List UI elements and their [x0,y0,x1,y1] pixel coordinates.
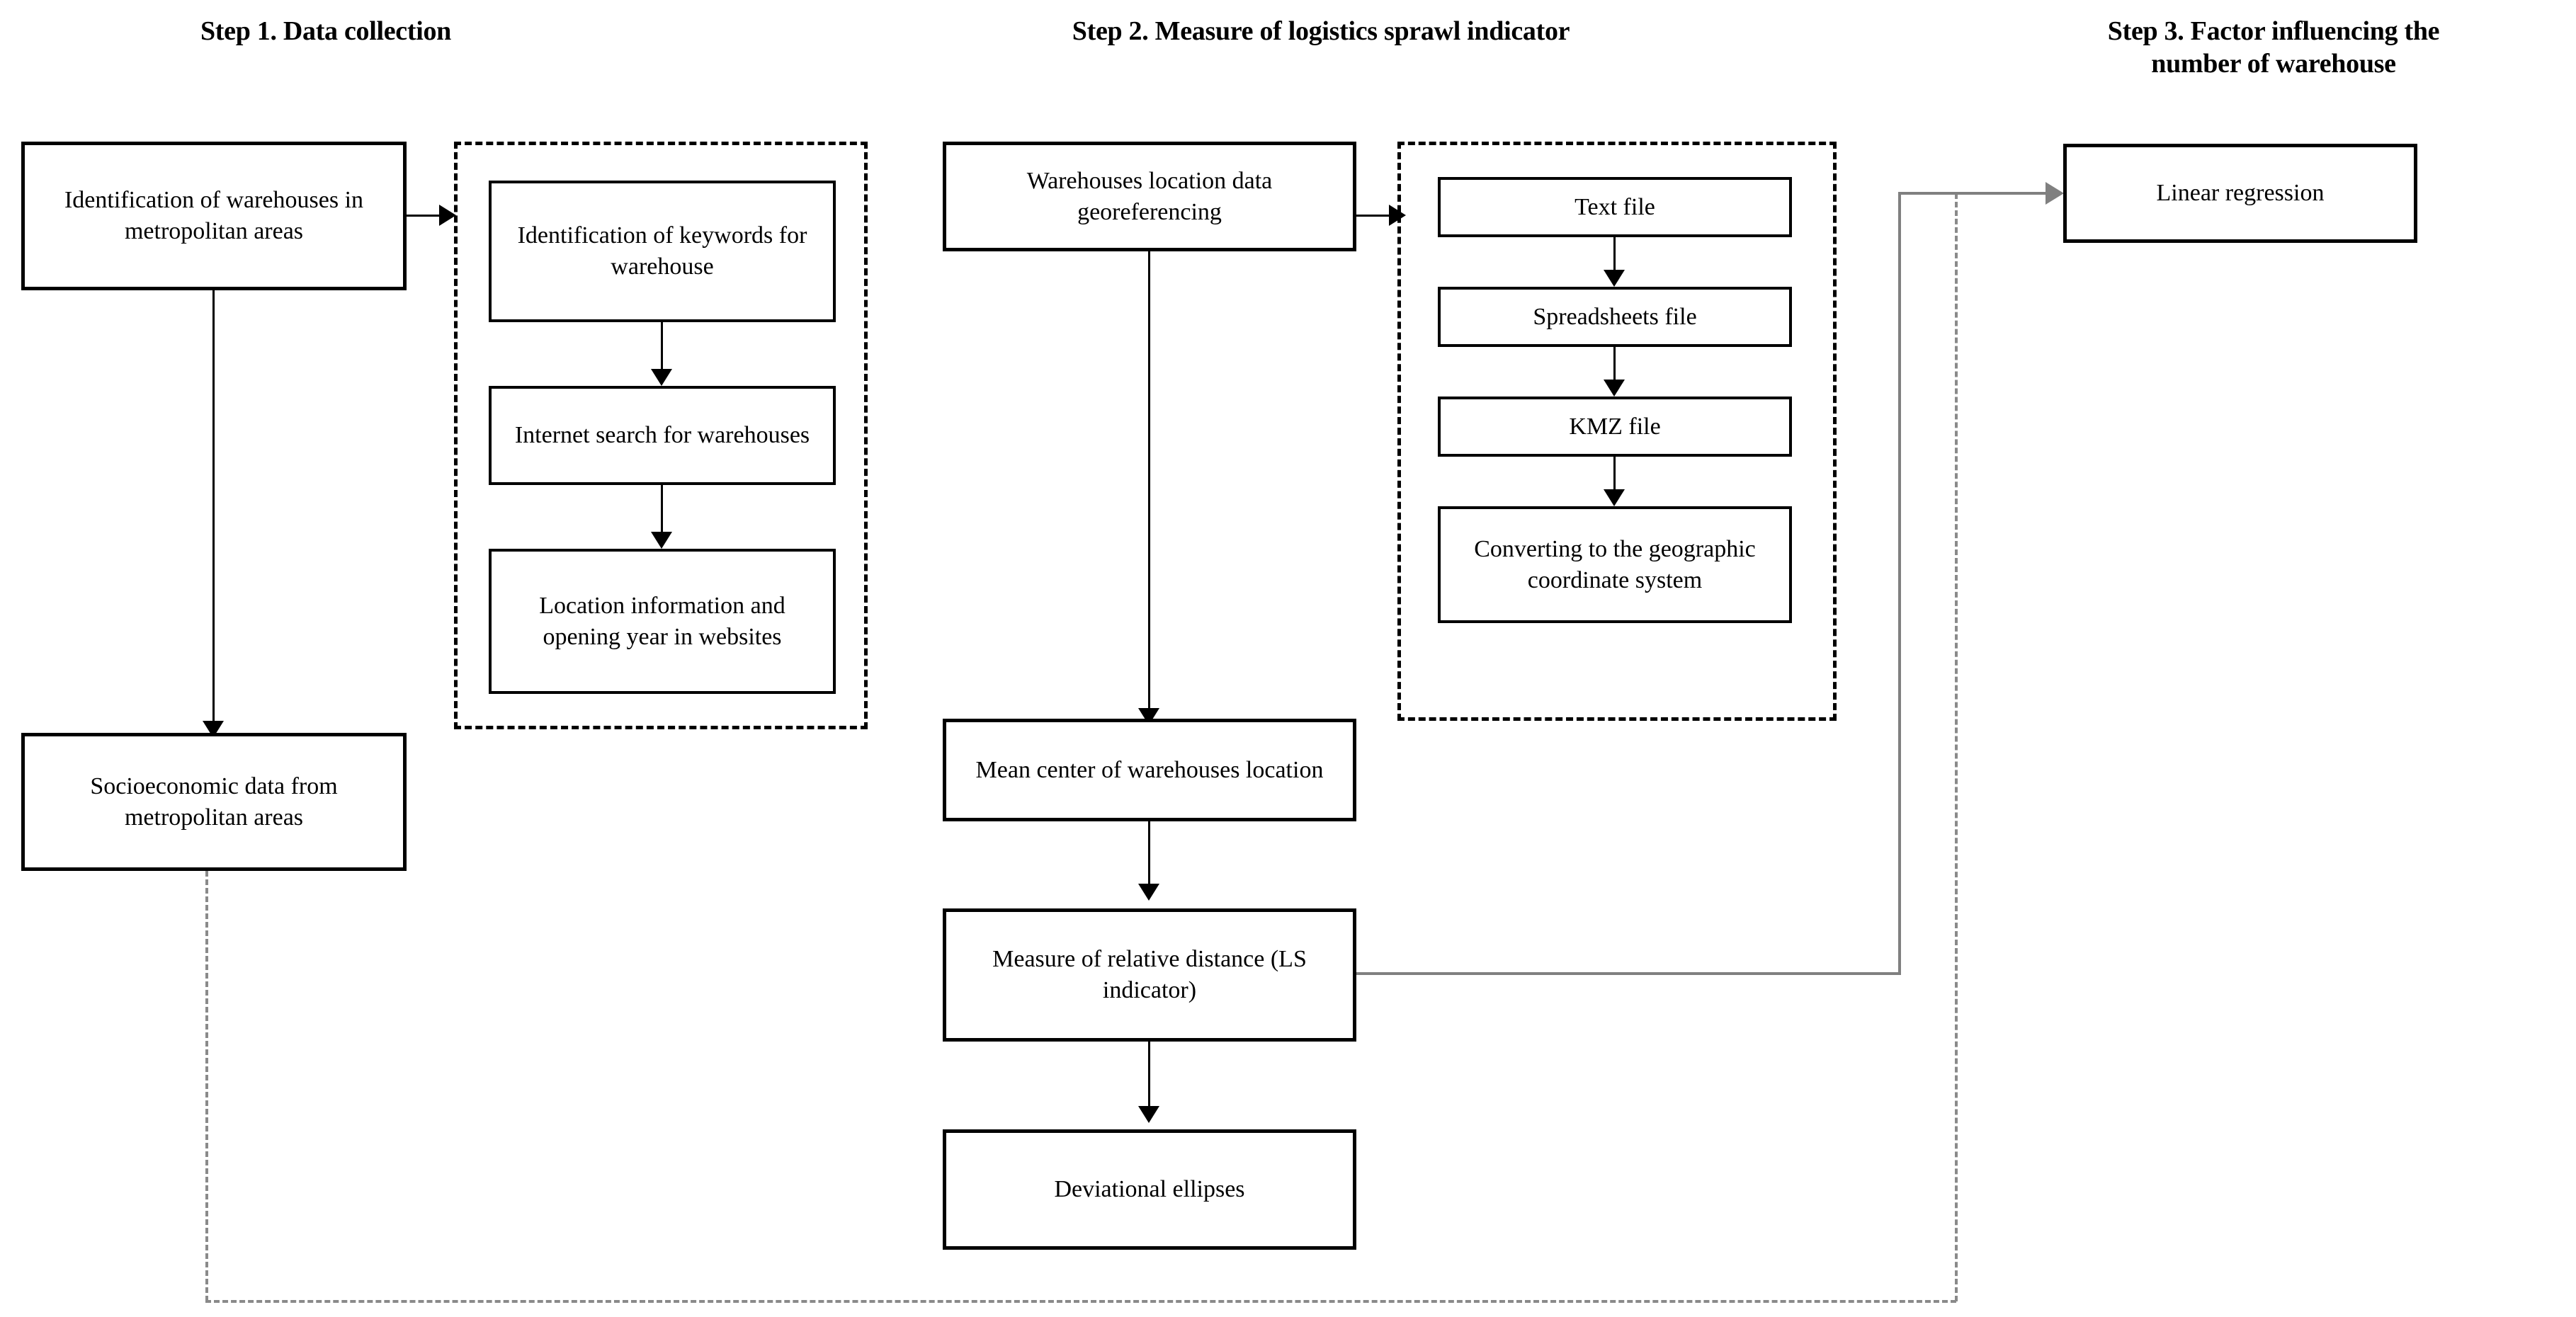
connector-georeferencing-to-mean-center [1148,251,1150,719]
node-socioeconomic-data[interactable]: Socioeconomic data from metropolitan are… [21,733,407,871]
node-spreadsheets-file[interactable]: Spreadsheets file [1438,287,1792,347]
node-converting-coordinate-system[interactable]: Converting to the geographic coordinate … [1438,506,1792,623]
group-step1-data-collection [454,142,868,729]
node-relative-distance[interactable]: Measure of relative distance (LS indicat… [943,908,1356,1042]
step1-title: Step 1. Data collection [200,16,452,46]
node-kmz-file[interactable]: KMZ file [1438,397,1792,457]
connector-kmz-to-converting [1613,457,1616,498]
connector-spreadsheets-to-kmz [1613,347,1616,388]
gray-connector-ls-indicator-right [1356,972,1901,975]
connector-text-to-spreadsheets [1613,237,1616,278]
dashed-connector-socioeconomic-down [205,871,208,1301]
connector-identification-to-socioeconomic [212,290,215,729]
dashed-connector-bottom-horizontal [205,1300,1956,1303]
connector-identification-to-keywords-group [407,215,446,217]
node-mean-center[interactable]: Mean center of warehouses location [943,719,1356,821]
arrowhead-to-kmz [1604,380,1625,397]
node-location-information[interactable]: Location information and opening year in… [489,549,836,694]
step3-title-line2: number of warehouse [2151,49,2396,79]
step3-title-line1: Step 3. Factor influencing the [2107,16,2440,46]
gray-connector-vertical-up [1898,192,1901,974]
arrowhead-to-internet-search [651,369,672,386]
group-step2-file-conversion [1397,142,1837,721]
node-internet-search[interactable]: Internet search for warehouses [489,386,836,485]
arrowhead-to-spreadsheets [1604,270,1625,287]
arrowhead-to-relative-distance [1138,884,1159,901]
node-identification-keywords[interactable]: Identification of keywords for warehouse [489,181,836,322]
arrowhead-to-linear-regression [2046,182,2064,205]
node-linear-regression[interactable]: Linear regression [2063,144,2417,243]
arrowhead-to-keywords-group [439,205,456,226]
arrowhead-to-location-info [651,532,672,549]
node-identification-warehouses[interactable]: Identification of warehouses in metropol… [21,142,407,290]
dashed-connector-right-up [1955,193,1958,1301]
connector-relative-distance-to-ellipses [1148,1042,1150,1107]
node-text-file[interactable]: Text file [1438,177,1792,237]
arrowhead-to-ellipses [1138,1106,1159,1123]
connector-mean-center-to-relative-distance [1148,821,1150,885]
node-warehouses-georeferencing[interactable]: Warehouses location data georeferencing [943,142,1356,251]
connector-georeferencing-to-files-group [1356,215,1395,217]
node-deviational-ellipses[interactable]: Deviational ellipses [943,1129,1356,1250]
step2-title: Step 2. Measure of logistics sprawl indi… [1072,16,1570,46]
arrowhead-to-converting [1604,489,1625,506]
gray-connector-to-linear-regression [1898,192,2050,195]
connector-internet-search-to-location-info [661,485,663,540]
connector-keywords-to-internet-search [661,322,663,377]
